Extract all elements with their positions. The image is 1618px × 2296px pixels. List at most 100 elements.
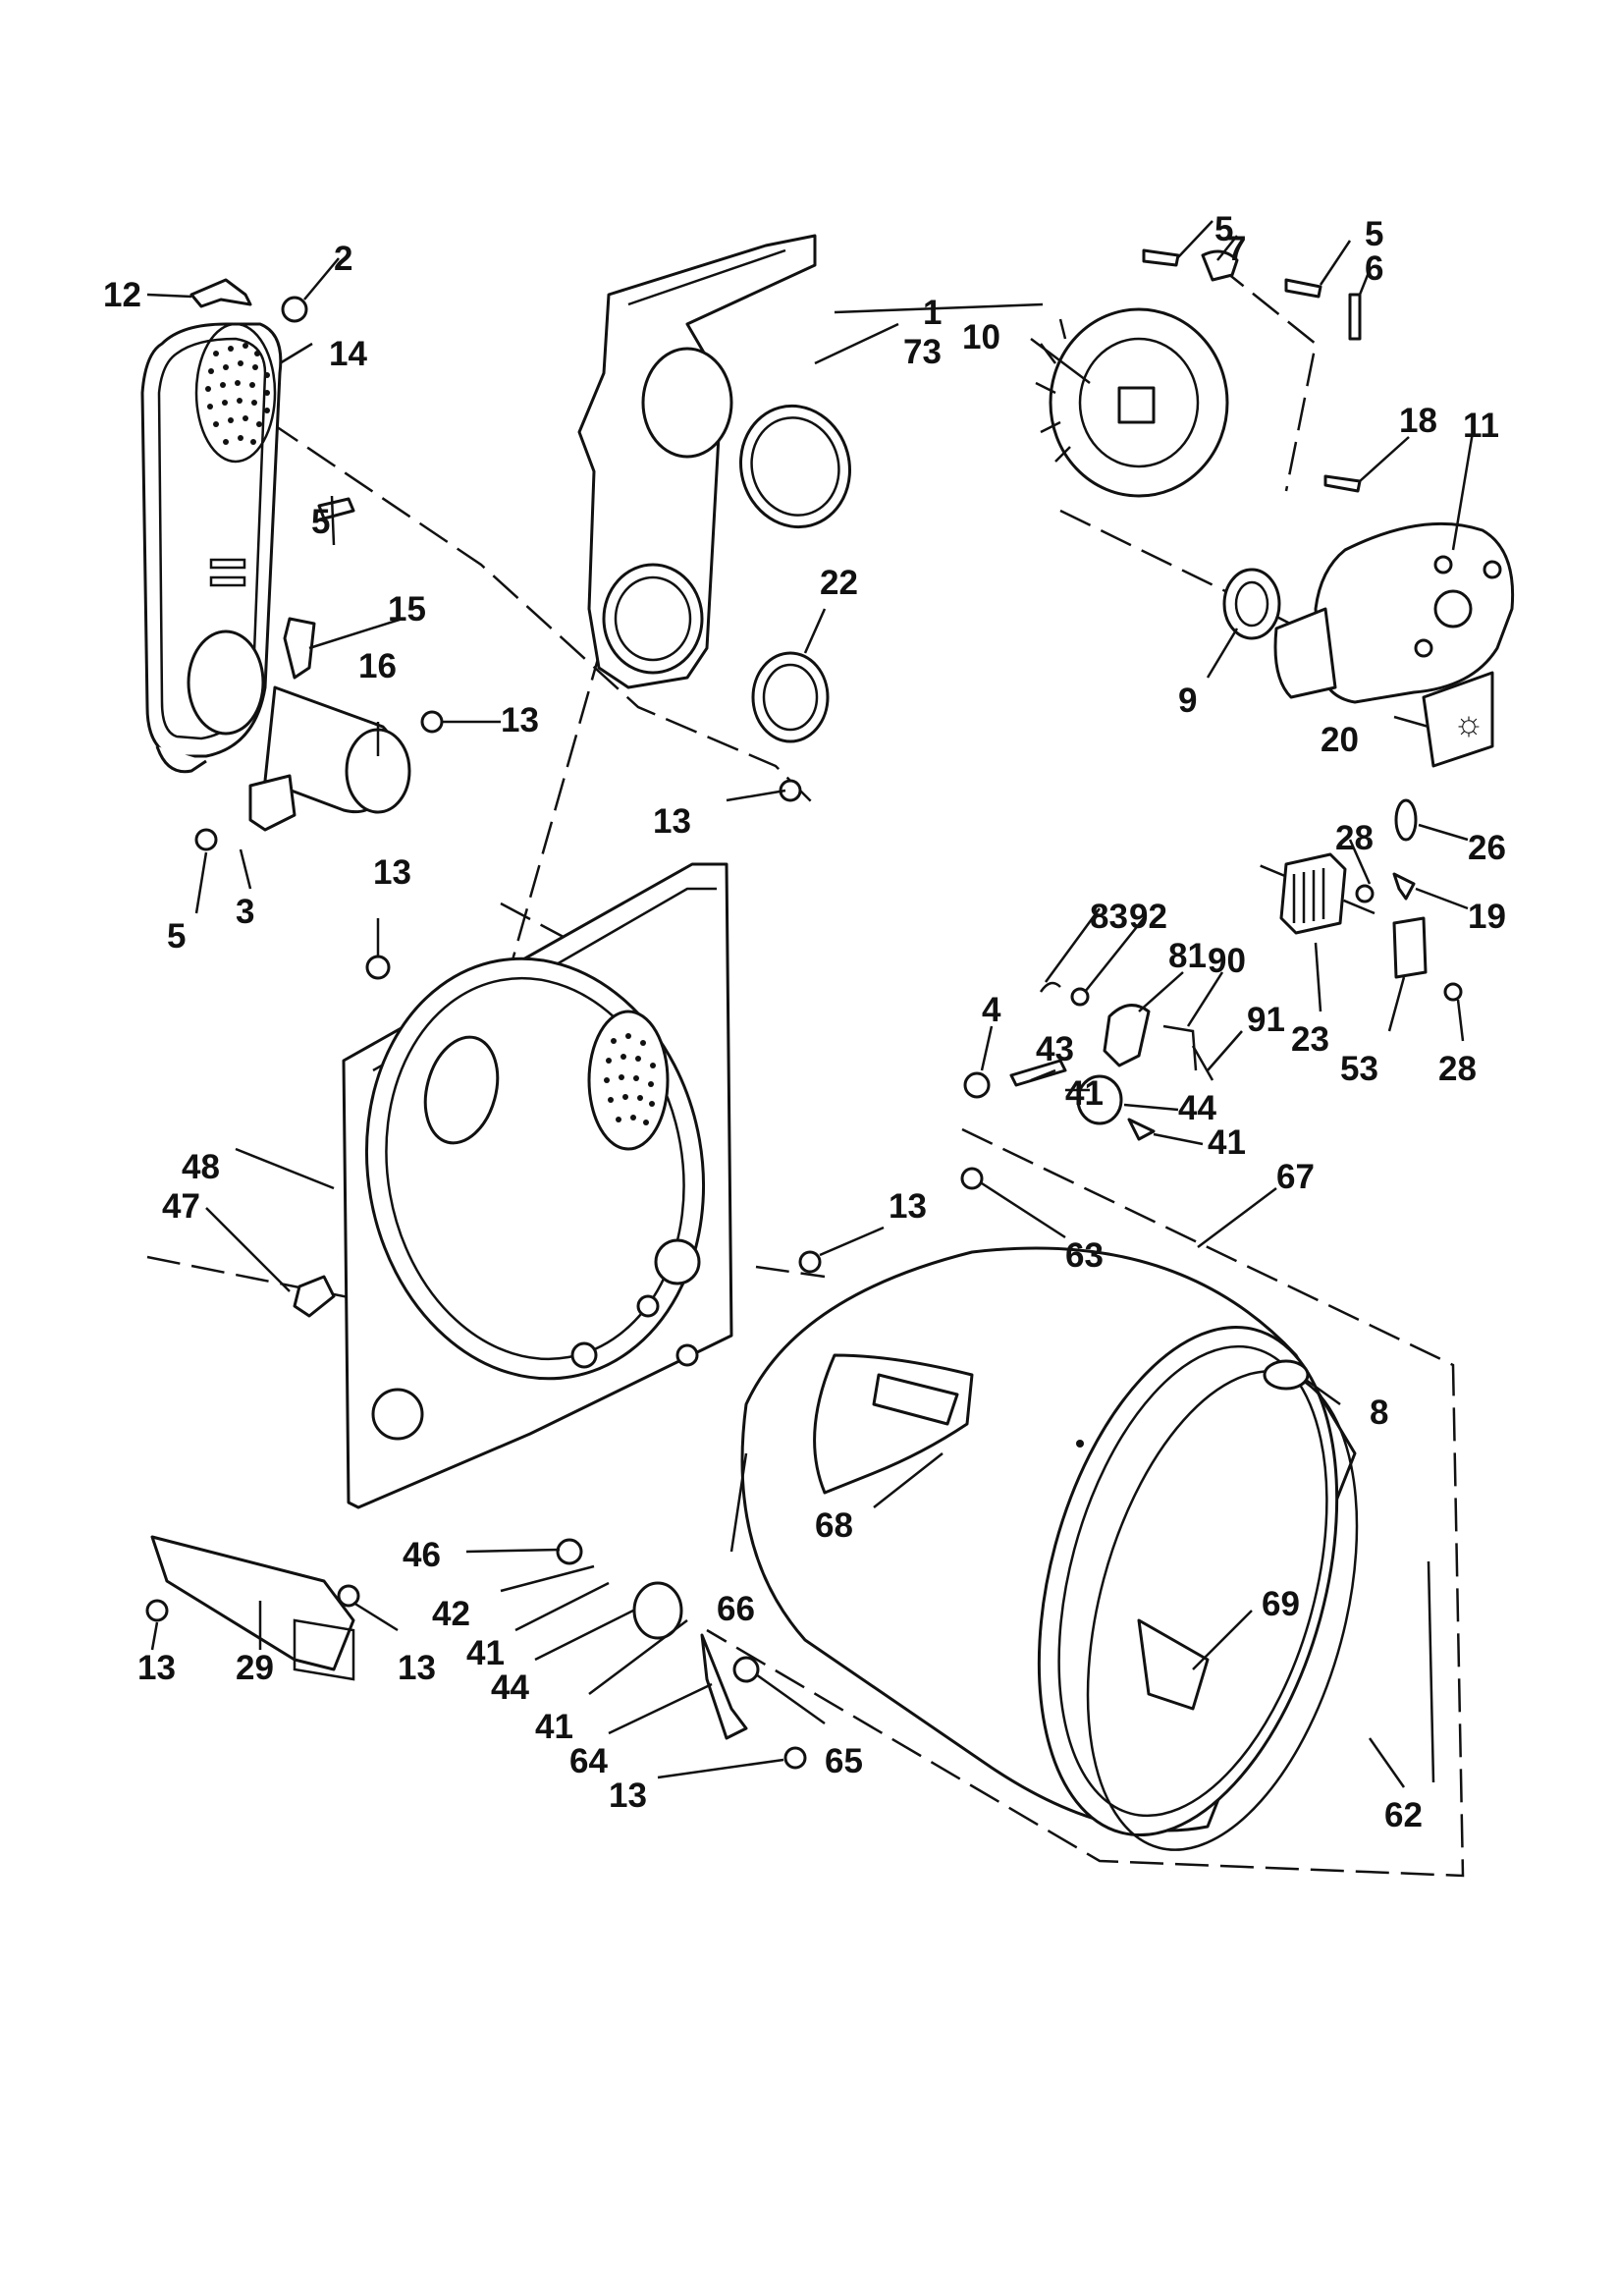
callout-13-bottom: 13 bbox=[609, 1777, 647, 1815]
callout-14: 14 bbox=[329, 335, 367, 373]
washer-92 bbox=[1070, 987, 1090, 1007]
callout-47: 47 bbox=[162, 1187, 200, 1226]
clip-15 bbox=[283, 617, 316, 680]
fuse-26 bbox=[1394, 798, 1418, 842]
front-air-duct bbox=[140, 322, 283, 774]
bracket-53 bbox=[1392, 916, 1428, 979]
callout-1: 1 bbox=[923, 294, 942, 332]
callout-16: 16 bbox=[358, 647, 397, 685]
guide-line-roller bbox=[755, 1265, 826, 1279]
callout-5-middle: 5 bbox=[311, 503, 330, 541]
screw-13-a bbox=[420, 710, 444, 734]
guide-line-drum-box bbox=[706, 1127, 1465, 1878]
bracket-91 bbox=[1191, 1045, 1214, 1081]
roller-44-lower bbox=[632, 1581, 683, 1640]
callout-5-top-right: 5 bbox=[1365, 215, 1383, 253]
callout-22: 22 bbox=[820, 564, 858, 602]
rear-bulkhead bbox=[342, 862, 733, 1509]
screw-13-e bbox=[145, 1599, 169, 1622]
callout-90: 90 bbox=[1208, 942, 1246, 980]
callout-4: 4 bbox=[982, 991, 1001, 1029]
callout-43: 43 bbox=[1036, 1030, 1074, 1068]
callout-9: 9 bbox=[1178, 682, 1197, 720]
clip-7 bbox=[1201, 249, 1239, 282]
screw-2 bbox=[281, 296, 308, 323]
callout-28-upper: 28 bbox=[1335, 819, 1374, 857]
baffle-69 bbox=[1137, 1618, 1210, 1711]
callout-8: 8 bbox=[1370, 1394, 1388, 1432]
baffle-68 bbox=[872, 1373, 959, 1426]
screw-13-f bbox=[337, 1584, 360, 1608]
callout-46: 46 bbox=[403, 1536, 441, 1574]
idler-arm-81 bbox=[1103, 1004, 1151, 1067]
warning-label-20 bbox=[1422, 671, 1494, 768]
blower-wheel bbox=[1035, 307, 1229, 498]
callout-53: 53 bbox=[1340, 1050, 1378, 1088]
screw-28-b bbox=[1443, 982, 1463, 1002]
bearing-9 bbox=[1222, 568, 1281, 640]
callout-81: 81 bbox=[1168, 937, 1207, 975]
callout-44-upper: 44 bbox=[1178, 1089, 1216, 1127]
callout-64: 64 bbox=[569, 1742, 608, 1780]
callout-5-bottom: 5 bbox=[167, 917, 186, 956]
shaft-43 bbox=[1009, 1059, 1067, 1087]
guide-line-front-panel bbox=[269, 420, 816, 806]
leader-lines bbox=[146, 220, 1475, 1788]
callout-73: 73 bbox=[903, 333, 942, 371]
callout-42: 42 bbox=[432, 1595, 470, 1633]
callout-66: 66 bbox=[717, 1590, 755, 1628]
callout-69: 69 bbox=[1262, 1585, 1300, 1623]
plug-8 bbox=[1263, 1359, 1310, 1391]
screw-5-upper bbox=[317, 497, 355, 520]
callout-11: 11 bbox=[1463, 407, 1499, 445]
fasteners bbox=[145, 278, 984, 1770]
clip-19 bbox=[1392, 872, 1416, 901]
callout-48: 48 bbox=[182, 1148, 220, 1186]
callout-13-lower-right: 13 bbox=[398, 1649, 436, 1687]
screw-13-g bbox=[783, 1746, 807, 1770]
callout-13-middle: 13 bbox=[653, 802, 691, 841]
screw-28-a bbox=[1355, 884, 1375, 903]
callout-91: 91 bbox=[1247, 1001, 1285, 1039]
blower-housing bbox=[1273, 521, 1515, 704]
callout-13-drum: 13 bbox=[889, 1187, 927, 1226]
callout-19: 19 bbox=[1468, 898, 1506, 936]
callout-13-lower-left: 13 bbox=[137, 1649, 176, 1687]
callout-20: 20 bbox=[1321, 721, 1359, 759]
nut-47 bbox=[293, 1275, 336, 1318]
callout-3: 3 bbox=[236, 893, 254, 931]
callout-13-duct: 13 bbox=[501, 701, 539, 739]
callout-29: 29 bbox=[236, 1649, 274, 1687]
callout-7: 7 bbox=[1227, 230, 1246, 268]
screw-5-d bbox=[1284, 278, 1322, 299]
dryer-drum bbox=[740, 1246, 1359, 1851]
callout-41-upper-a: 41 bbox=[1065, 1074, 1104, 1113]
clip-41-upper bbox=[1127, 1118, 1156, 1141]
spring-90 bbox=[1162, 1024, 1198, 1071]
screw-13-d bbox=[798, 1250, 822, 1274]
callout-23: 23 bbox=[1291, 1020, 1329, 1059]
lower-panel-29 bbox=[150, 1535, 355, 1671]
callout-2: 2 bbox=[334, 240, 352, 278]
thermostat-assembly bbox=[1279, 798, 1463, 1002]
callout-18: 18 bbox=[1399, 402, 1437, 440]
washer-4 bbox=[963, 1071, 991, 1099]
callout-44-lower: 44 bbox=[491, 1668, 529, 1707]
washer-46 bbox=[556, 1538, 583, 1565]
screw-63 bbox=[960, 1167, 984, 1190]
callout-41-upper-b: 41 bbox=[1208, 1123, 1246, 1162]
callout-28-lower: 28 bbox=[1438, 1050, 1477, 1088]
exhaust-duct bbox=[577, 234, 817, 689]
screw-18 bbox=[1323, 474, 1362, 493]
sensor-bracket-12 bbox=[189, 278, 252, 308]
warning-symbol: ☼ bbox=[1453, 704, 1484, 742]
callout-41-lower-a: 41 bbox=[466, 1634, 505, 1672]
callout-26: 26 bbox=[1468, 829, 1506, 867]
clip-83 bbox=[1039, 981, 1061, 993]
guide-line-motor-mount bbox=[1216, 264, 1318, 492]
callout-92: 92 bbox=[1129, 898, 1167, 936]
roller-assemblies bbox=[556, 981, 1214, 1740]
callout-13-bulkhead: 13 bbox=[373, 853, 411, 892]
callout-5-top-left: 5 bbox=[1214, 210, 1233, 248]
